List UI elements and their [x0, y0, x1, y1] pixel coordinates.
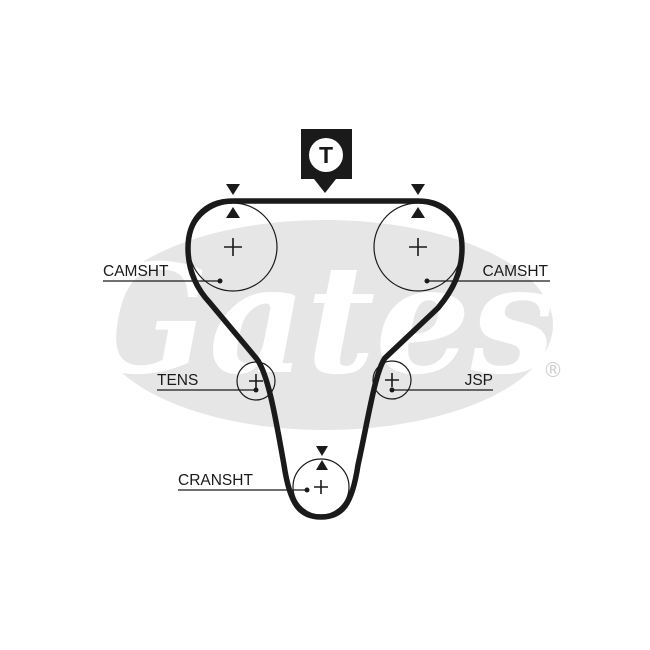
timing-mark-icon — [316, 460, 328, 470]
plus-icon — [314, 480, 328, 494]
plus-icon — [249, 374, 263, 388]
leader-dot — [389, 387, 395, 393]
label-jsp: JSP — [465, 372, 493, 389]
label-tensioner: TENS — [157, 372, 198, 389]
label-camshaft-right: CAMSHT — [483, 263, 549, 280]
timing-belt — [185, 198, 465, 520]
tension-marker: T — [301, 129, 352, 193]
leader-dot — [217, 278, 223, 284]
label-camshaft-left: CAMSHT — [103, 263, 169, 280]
jsp-pulley — [372, 360, 412, 400]
timing-mark-icon — [226, 184, 240, 195]
leader-dot — [304, 487, 310, 493]
tension-marker-circle — [309, 138, 343, 172]
watermark-ellipse — [97, 220, 553, 430]
plus-icon — [224, 238, 242, 256]
leader-dot — [424, 278, 430, 284]
registered-mark: ® — [543, 358, 563, 382]
plus-icon — [409, 238, 427, 256]
label-crankshaft: CRANSHT — [178, 472, 253, 489]
watermark-text: Gates — [81, 232, 555, 408]
leader-dots — [217, 278, 430, 493]
timing-mark-icon — [226, 207, 240, 218]
leader-dot — [253, 387, 259, 393]
timing-mark-icon — [316, 446, 328, 456]
tension-marker-letter: T — [319, 142, 333, 168]
timing-marks — [226, 184, 425, 470]
gates-watermark: Gates ® — [81, 220, 563, 430]
plus-icon — [385, 373, 399, 387]
leader-lines — [103, 280, 550, 491]
pulley-centers — [224, 238, 427, 494]
timing-mark-icon — [411, 184, 425, 195]
timing-mark-icon — [411, 207, 425, 218]
